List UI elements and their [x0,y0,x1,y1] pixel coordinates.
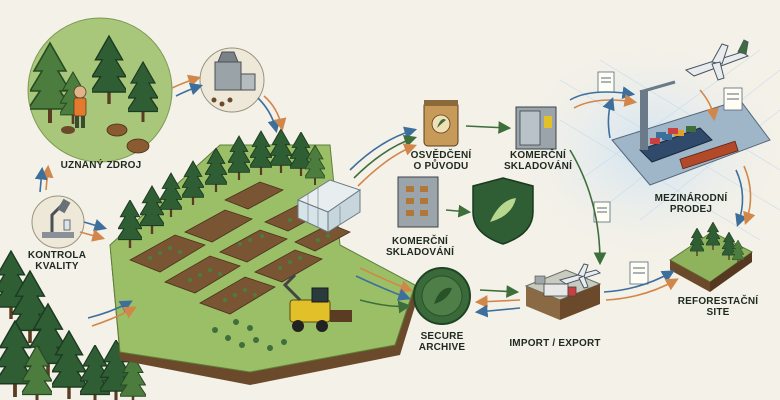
seed-bag-icon [423,100,459,147]
reforestation-site-vignette [669,222,753,292]
greenhouse-icon [296,179,362,233]
label-secure-archive: Secure Archive [418,331,466,353]
nursery-platform [109,128,420,385]
wax-seal-icon [413,267,471,325]
recognized-source-vignette [27,17,173,163]
seed-processing-machine-icon [199,47,265,113]
label-certificate-of-origin: Osvědčení o původu [410,150,472,172]
label-recognized-source: UZNANÝ ZDROJ [60,160,142,171]
cargo-ship-icon [611,80,771,186]
airplane-icon [684,39,750,81]
storage-unit-icon [397,176,439,228]
document-icon [723,87,743,111]
label-import-export: IMPORT / EXPORT [509,338,601,349]
truck-icon [543,283,577,297]
document-icon [593,201,611,223]
leaf-shield-icon [472,177,534,245]
label-international-sale: Mezinárodní prodej [654,193,728,215]
label-commercial-storage-mid: Komerční skladování [385,236,455,258]
storage-unit-icon [515,106,557,150]
label-quality-control: Kontrola kvality [27,250,87,272]
import-export-hub [524,269,602,320]
microscope-icon [31,195,85,249]
forester-icon [73,85,87,128]
label-commercial-storage-top: Komerční skladování [503,150,573,172]
harvester-icon [282,273,352,332]
flow-arrows [34,74,756,327]
label-reforestation-sites: Reforestační site [677,296,759,318]
airplane-icon [558,263,602,289]
document-icon [597,71,615,93]
document-icon [629,261,649,285]
